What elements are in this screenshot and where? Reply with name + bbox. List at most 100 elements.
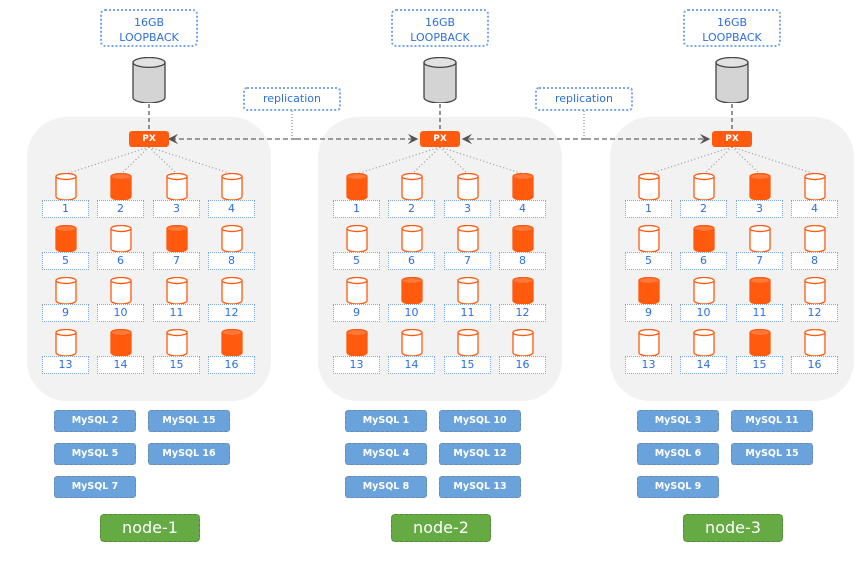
shard-label: 5: [625, 252, 672, 270]
loopback-text: 16GB: [716, 16, 748, 29]
proxy-px[interactable]: PX: [129, 131, 169, 147]
shard-label: 16: [791, 356, 838, 374]
shard-icon: [401, 172, 423, 201]
shard-icon: [457, 172, 479, 201]
mysql-instance[interactable]: MySQL 8: [345, 476, 427, 498]
shard-label: 5: [333, 252, 380, 270]
shard-label: 13: [625, 356, 672, 374]
shard-icon: [457, 224, 479, 253]
mysql-instance[interactable]: MySQL 16: [148, 443, 230, 465]
shard-icon: [693, 172, 715, 201]
shard-icon: [804, 224, 826, 253]
shard-icon: [110, 224, 132, 253]
mysql-instance[interactable]: MySQL 3: [637, 410, 719, 432]
shard-label: 14: [680, 356, 727, 374]
shard-label: 6: [388, 252, 435, 270]
shard-link: [65, 146, 150, 175]
shard-link: [356, 146, 441, 175]
active-shard-icon: [749, 328, 771, 357]
shard-link: [731, 146, 816, 175]
shard-icon: [638, 328, 660, 357]
mysql-instance[interactable]: MySQL 7: [54, 476, 136, 498]
shard-icon: [110, 276, 132, 305]
active-shard-icon: [110, 328, 132, 357]
shard-icon: [221, 224, 243, 253]
node-label[interactable]: node-2: [391, 514, 491, 542]
shard-label: 10: [680, 304, 727, 322]
loopback-label: 16GB LOOPBACK: [391, 9, 489, 47]
active-shard-icon: [55, 224, 77, 253]
shard-label: 8: [208, 252, 255, 270]
loopback-disk-icon: [132, 56, 166, 104]
shard-icon: [166, 328, 188, 357]
replication-label: replication: [243, 87, 341, 111]
shard-label: 15: [153, 356, 200, 374]
mysql-instance[interactable]: MySQL 1: [345, 410, 427, 432]
shard-icon: [401, 328, 423, 357]
shard-link: [148, 146, 178, 175]
mysql-instance[interactable]: MySQL 12: [439, 443, 521, 465]
mysql-instance[interactable]: MySQL 9: [637, 476, 719, 498]
active-shard-icon: [693, 224, 715, 253]
shard-icon: [804, 328, 826, 357]
node-label[interactable]: node-1: [100, 514, 200, 542]
proxy-px[interactable]: PX: [420, 131, 460, 147]
mysql-instance[interactable]: MySQL 2: [54, 410, 136, 432]
loopback-text: 16GB: [424, 16, 456, 29]
mysql-instance[interactable]: MySQL 11: [731, 410, 813, 432]
shard-label: 9: [625, 304, 672, 322]
shard-label: 10: [388, 304, 435, 322]
active-shard-icon: [512, 224, 534, 253]
shard-label: 1: [42, 200, 89, 218]
shard-label: 13: [42, 356, 89, 374]
active-shard-icon: [346, 172, 368, 201]
loopback-disk-icon: [423, 56, 457, 104]
shard-label: 4: [499, 200, 546, 218]
proxy-px[interactable]: PX: [712, 131, 752, 147]
mysql-instance[interactable]: MySQL 10: [439, 410, 521, 432]
replication-label: replication: [535, 87, 633, 111]
active-shard-icon: [221, 328, 243, 357]
shard-icon: [55, 172, 77, 201]
mysql-instance[interactable]: MySQL 15: [148, 410, 230, 432]
shard-label: 4: [791, 200, 838, 218]
shard-label: 2: [97, 200, 144, 218]
shard-icon: [346, 276, 368, 305]
shard-label: 10: [97, 304, 144, 322]
shard-icon: [221, 172, 243, 201]
shard-icon: [55, 276, 77, 305]
shard-label: 8: [499, 252, 546, 270]
active-shard-icon: [166, 224, 188, 253]
shard-icon: [401, 224, 423, 253]
mysql-instance[interactable]: MySQL 13: [439, 476, 521, 498]
mysql-instance[interactable]: MySQL 4: [345, 443, 427, 465]
mysql-instance[interactable]: MySQL 6: [637, 443, 719, 465]
mysql-instance[interactable]: MySQL 5: [54, 443, 136, 465]
shard-label: 9: [42, 304, 89, 322]
shard-icon: [512, 328, 534, 357]
shard-label: 3: [153, 200, 200, 218]
shard-icon: [804, 172, 826, 201]
shard-label: 2: [388, 200, 435, 218]
active-shard-icon: [512, 276, 534, 305]
shard-label: 7: [444, 252, 491, 270]
loopback-disk-icon: [715, 56, 749, 104]
shard-link: [648, 146, 733, 175]
shard-label: 12: [499, 304, 546, 322]
active-shard-icon: [512, 172, 534, 201]
mysql-instance[interactable]: MySQL 15: [731, 443, 813, 465]
shard-link: [703, 146, 733, 175]
shard-label: 15: [736, 356, 783, 374]
loopback-text: LOOPBACK: [410, 31, 470, 44]
active-shard-icon: [749, 276, 771, 305]
shard-label: 11: [736, 304, 783, 322]
shard-icon: [749, 224, 771, 253]
node-label[interactable]: node-3: [683, 514, 783, 542]
shard-icon: [693, 276, 715, 305]
shard-label: 9: [333, 304, 380, 322]
shard-label: 14: [388, 356, 435, 374]
active-shard-icon: [110, 172, 132, 201]
shard-label: 3: [736, 200, 783, 218]
